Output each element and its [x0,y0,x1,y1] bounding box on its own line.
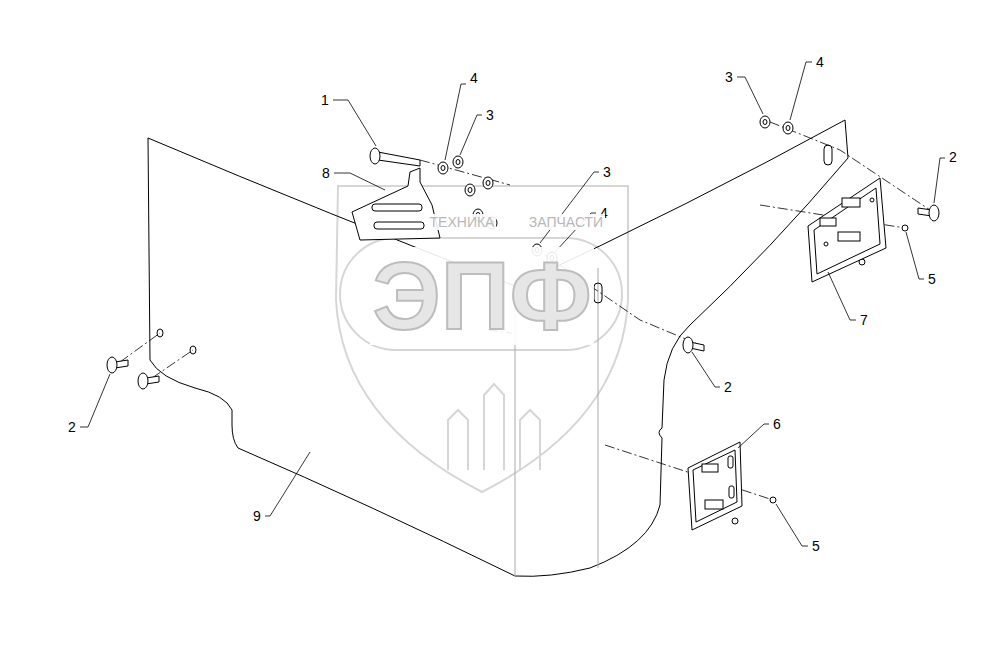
callout-number: 3 [601,164,613,180]
callout-number: 5 [810,538,822,554]
callout-number: 3 [723,69,735,85]
callout-number: 6 [771,416,783,432]
bracket-6 [688,442,742,530]
centre-lines [120,122,930,500]
callout-number: 8 [320,165,332,181]
watermark-text: ТЕХНИКА [428,214,497,230]
watermark-logo: ЭПФ [370,247,593,345]
bracket-8 [352,148,497,240]
callout-number: 5 [926,271,938,287]
bracket-7 [808,178,886,282]
leader-lines [80,62,945,546]
callout-number: 7 [858,312,870,328]
callout-number: 4 [814,54,826,70]
fasteners [107,116,939,524]
callout-number: 9 [251,508,263,524]
callout-number: 1 [319,92,331,108]
panel-outline [148,120,848,576]
callout-number: 4 [468,70,480,86]
callout-number: 2 [722,379,734,395]
callout-number: 2 [947,149,959,165]
callout-number: 2 [66,419,78,435]
watermark-text: ЗАПЧАСТИ [527,214,605,230]
callout-number: 3 [484,107,496,123]
